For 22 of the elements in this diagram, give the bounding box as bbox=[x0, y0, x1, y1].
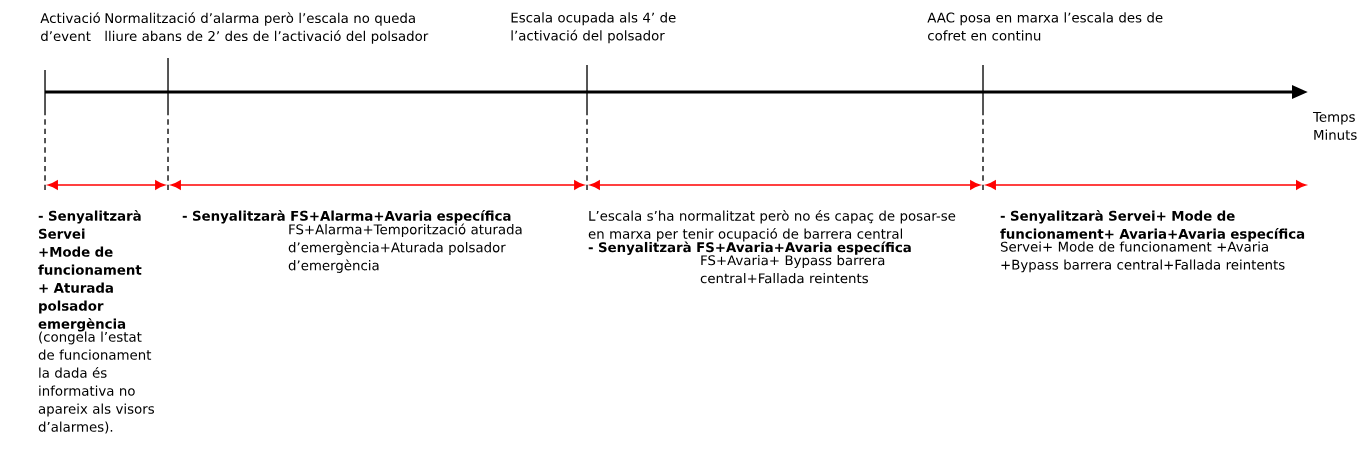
description-text: (congela l’estat de funcionament la dada és informativa no apareix als visors d’alarmes). bbox=[38, 331, 154, 434]
description-text: FS+Avaria+ Bypass barrera central+Fallada reintents bbox=[700, 254, 885, 284]
description-text: L’escala s’ha normalitzat però no és capaç de posar-se en marxa per tenir ocupació de barrera central bbox=[588, 210, 956, 242]
event-marker bbox=[167, 57, 169, 192]
interval-arrow bbox=[47, 180, 166, 190]
interval-arrow bbox=[985, 180, 1306, 190]
description-text: Servei+ Mode de funcionament +Avaria +Bypass barrera central+Fallada reintents bbox=[1000, 241, 1285, 273]
axis-label: Temps Minuts bbox=[1312, 112, 1357, 140]
description-heading: - Senyalitzarà FS+Avaria+Avaria específica bbox=[588, 241, 911, 255]
event-label: AAC posa en marxa l’escala des de cofret en continu bbox=[927, 12, 1163, 41]
description-text: FS+Alarma+Temporització aturada d’emergència+Aturada polsador d’emergència bbox=[288, 223, 522, 273]
interval-arrow bbox=[589, 180, 981, 190]
event-label: Normalització d’alarma però l’escala no queda lliure abans de 2’ des de l’activació del polsador bbox=[105, 12, 429, 44]
description-heading: - Senyalitzarà Servei +Mode de funcionament + Aturada polsador emergència bbox=[38, 210, 142, 332]
description-heading: - Senyalitzarà Servei+ Mode de funcionament+ Avaria+Avaria específica bbox=[1000, 210, 1305, 242]
description-heading: - Senyalitzarà FS+Alarma+Avaria específica bbox=[182, 210, 511, 224]
event-label: Escala ocupada als 4’ de l’activació del polsador bbox=[511, 12, 676, 44]
event-marker bbox=[982, 64, 984, 192]
event-label: Activació d’event bbox=[40, 12, 100, 42]
event-marker bbox=[586, 64, 588, 192]
interval-arrow bbox=[170, 180, 585, 190]
event-marker bbox=[44, 69, 46, 192]
